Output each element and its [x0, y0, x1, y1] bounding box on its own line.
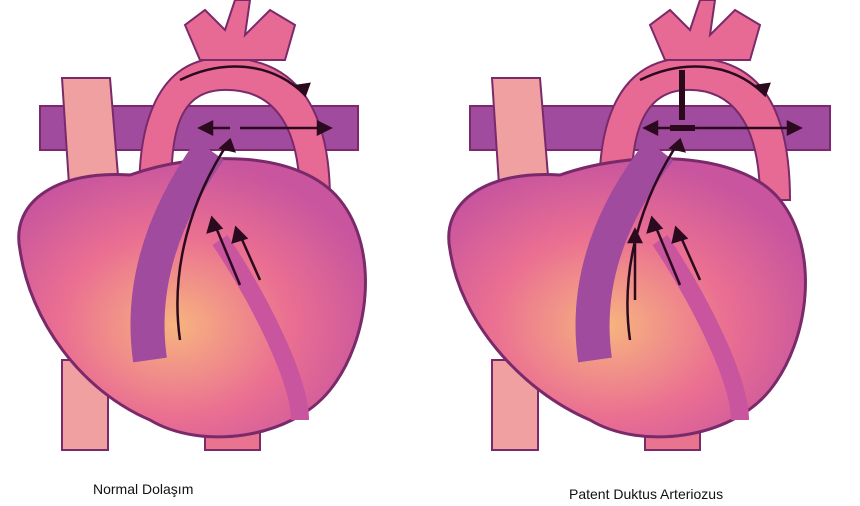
pda-caption: Patent Duktus Arteriozus — [569, 486, 723, 502]
pda-heart-diagram — [430, 0, 860, 470]
pda-panel: Patent Duktus Arteriozus — [430, 0, 860, 506]
aortic-branches — [650, 0, 760, 60]
normal-heart-diagram — [0, 0, 430, 470]
normal-circulation-panel: Normal Dolaşım — [0, 0, 430, 506]
normal-circulation-caption: Normal Dolaşım — [93, 481, 193, 497]
aortic-branches — [185, 0, 295, 60]
